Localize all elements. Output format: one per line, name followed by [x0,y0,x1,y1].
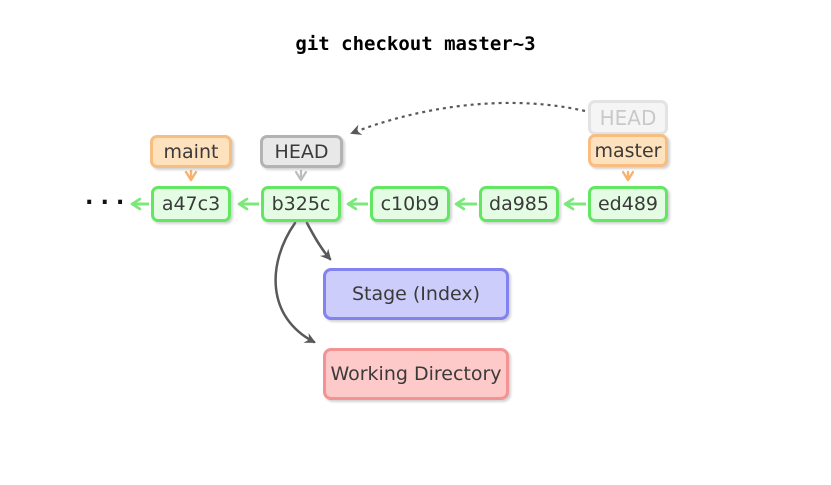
commit-node-c10b9: c10b9 [370,186,450,222]
branch-label-maint: maint [150,135,232,168]
checkout-stage-arrow [305,221,332,261]
head-move-arrow [350,101,586,135]
commit-node-b325c: b325c [261,186,341,222]
head-label-previous: HEAD [588,100,668,135]
diagram-title: git checkout master~3 [295,33,536,55]
commit-node-ed489: ed489 [588,186,668,222]
working-directory-box: Working Directory [323,348,509,400]
head-label: HEAD [260,135,343,168]
commit-node-a47c3: a47c3 [151,186,231,222]
commit-node-da985: da985 [479,186,559,222]
checkout-working-arrow [274,221,316,344]
history-ellipsis: ... [82,182,129,210]
stage-index-box: Stage (Index) [323,268,509,320]
branch-label-master: master [588,134,668,167]
